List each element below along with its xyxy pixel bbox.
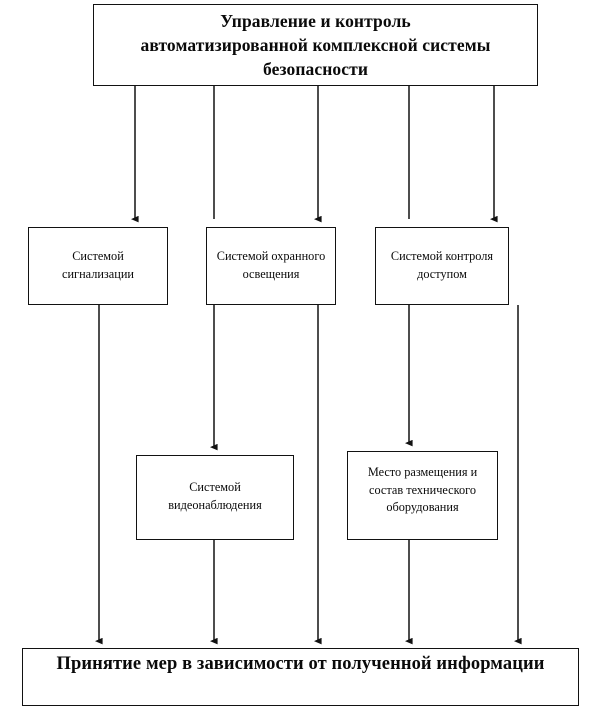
node-outcome-actions[interactable]: Принятие мер в зависимости от полученной…	[22, 648, 579, 706]
node-video-surveillance-label: Системой видеонаблюдения	[168, 479, 262, 512]
node-equipment-placement-label: Место размещения и состав технического о…	[367, 464, 478, 515]
node-root-label: Управление и контроль автоматизированной…	[140, 11, 491, 80]
node-security-lighting[interactable]: Системой охранного освещения	[206, 227, 336, 305]
node-alarm-system-label: Системой сигнализации	[61, 249, 134, 281]
node-alarm-system[interactable]: Системой сигнализации	[28, 227, 168, 305]
node-root-management-control[interactable]: Управление и контроль автоматизированной…	[93, 4, 538, 86]
node-video-surveillance[interactable]: Системой видеонаблюдения	[136, 455, 294, 540]
node-access-control-label: Системой контроля доступом	[390, 249, 494, 281]
node-security-lighting-label: Системой охранного освещения	[216, 249, 326, 281]
node-outcome-actions-label: Принятие мер в зависимости от полученной…	[56, 654, 545, 674]
node-equipment-placement[interactable]: Место размещения и состав технического о…	[347, 451, 498, 540]
node-access-control[interactable]: Системой контроля доступом	[375, 227, 509, 305]
